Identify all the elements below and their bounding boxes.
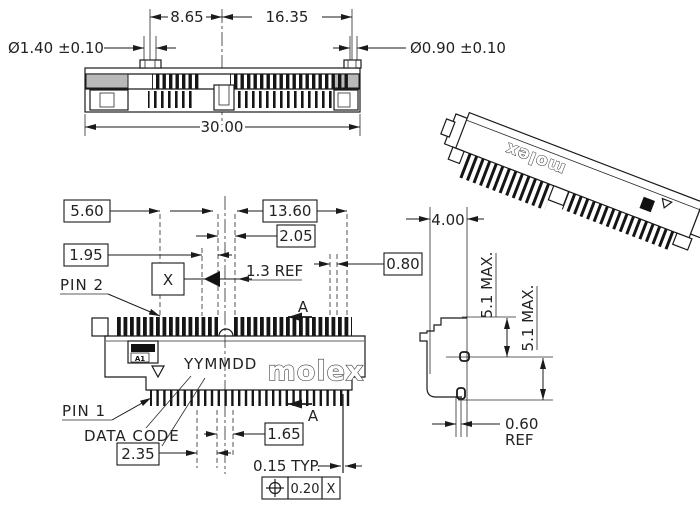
dim-2-05-label: 2.05 <box>279 227 312 245</box>
front-pin-row-top-left <box>115 317 218 336</box>
dim-8-65: 8.65 <box>150 8 222 26</box>
dim-dia-0-90-label: Ø0.90 ±0.10 <box>410 39 506 57</box>
dim-2-05: 2.05 <box>196 224 316 248</box>
lead-foot-upper <box>459 351 470 362</box>
pin1-label: PIN 1 <box>62 402 106 420</box>
datum-feature: X 1.3 REF <box>151 262 303 296</box>
marking-box: A1 <box>127 340 159 364</box>
molex-logo: molex <box>268 356 365 387</box>
pin1-callout: PIN 1 <box>62 397 152 421</box>
dim-1-3-ref-label: 1.3 REF <box>246 262 303 280</box>
data-code-callout: DATA CODE <box>84 375 206 447</box>
date-code-text: YYMMDD <box>183 355 257 373</box>
pin2-label: PIN 2 <box>60 276 104 294</box>
front-view: 5.60 13.60 2.05 1.95 X <box>60 196 423 500</box>
top-pin-row-upper-left <box>152 74 200 89</box>
isometric-view: molex <box>440 111 700 251</box>
datum-x-label: X <box>163 271 173 289</box>
dim-30-00-label: 30.00 <box>201 118 244 136</box>
dim-2-35-label: 2.35 <box>121 445 154 463</box>
pin1-triangle-icon <box>150 365 166 379</box>
dim-0-15-typ: 0.15 TYP. <box>253 457 362 475</box>
front-view-body: A1 YYMMDD molex <box>91 317 366 406</box>
dim-4-00-label: 4.00 <box>431 211 464 229</box>
iso-pin-row-right <box>561 191 677 251</box>
dim-dia-0-90: Ø0.90 ±0.10 <box>333 36 506 62</box>
dim-1-65-label: 1.65 <box>267 425 300 443</box>
dim-1-95-label: 1.95 <box>69 246 102 264</box>
dim-1-95: 1.95 <box>63 243 232 267</box>
polarization-key <box>213 84 235 111</box>
dim-0-60-label: 0.60 <box>505 415 538 433</box>
fcf-tolerance-label: 0.20 <box>291 482 320 497</box>
top-view-body <box>84 59 362 113</box>
feature-control-frame: 0.20 X <box>261 476 341 500</box>
dim-5-60: 5.60 <box>63 199 213 223</box>
position-tolerance-icon <box>266 479 284 497</box>
dim-30-00: 30.00 <box>84 114 361 136</box>
top-pin-row-upper-right <box>230 74 350 89</box>
dim-dia-1-40: Ø1.40 ±0.10 <box>8 36 176 62</box>
dim-16-35-label: 16.35 <box>266 8 309 26</box>
data-code-label: DATA CODE <box>84 427 180 445</box>
dim-0-80: 0.80 <box>314 252 423 276</box>
dim-dia-1-40-label: Ø1.40 ±0.10 <box>8 39 104 57</box>
dim-0-15-label: 0.15 TYP. <box>253 457 321 475</box>
iso-key-gap <box>547 184 570 207</box>
iso-pin-row-left <box>456 152 554 211</box>
section-arrow-bottom: A <box>288 399 319 425</box>
top-pin-row-lower-right <box>230 91 348 108</box>
section-a-top-label: A <box>298 298 309 316</box>
dim-4-00: 4.00 <box>406 211 484 229</box>
front-pin-row-top-right <box>233 317 352 336</box>
dim-0-60-ref-suffix: REF <box>505 431 534 449</box>
dim-13-60: 13.60 <box>237 199 347 223</box>
dim-16-35: 16.35 <box>222 8 352 26</box>
dim-8-65-label: 8.65 <box>170 8 203 26</box>
dim-5-1-max-lower-label: 5.1 MAX. <box>519 285 537 352</box>
side-profile <box>419 317 470 437</box>
dim-13-60-label: 13.60 <box>269 202 312 220</box>
datum-triangle-icon <box>204 271 220 287</box>
dim-2-35: 2.35 <box>116 442 231 466</box>
iso-pin1-triangle-icon <box>661 197 673 209</box>
fitting-nail-left <box>85 73 129 89</box>
dim-0-80-label: 0.80 <box>386 255 419 273</box>
side-view: 4.00 5.1 MAX. 5.1 MAX. <box>406 207 553 449</box>
iso-marking-square <box>639 196 655 213</box>
dim-5-1-max-upper-label: 5.1 MAX. <box>478 252 496 319</box>
dim-1-65: 1.65 <box>204 422 304 446</box>
key-slot-arch <box>218 328 234 337</box>
fcf-datum-label: X <box>327 482 336 497</box>
section-arrow-top: A <box>288 298 312 322</box>
pin2-callout: PIN 2 <box>60 276 161 317</box>
top-view: 8.65 16.35 Ø1.40 ±0.10 Ø0.90 ±0.10 <box>8 8 506 136</box>
top-pin-row-lower-left <box>148 91 196 108</box>
section-a-bottom-label: A <box>308 407 319 425</box>
dim-5-1-max-lower: 5.1 MAX. <box>519 285 546 400</box>
dim-0-60-ref: 0.60 REF <box>432 415 538 449</box>
marking-bar <box>131 344 155 352</box>
marking-text: A1 <box>135 355 145 363</box>
front-pin-row-bottom <box>150 390 350 406</box>
dim-5-1-max-upper: 5.1 MAX. <box>478 252 510 357</box>
dim-5-60-label: 5.60 <box>70 202 103 220</box>
